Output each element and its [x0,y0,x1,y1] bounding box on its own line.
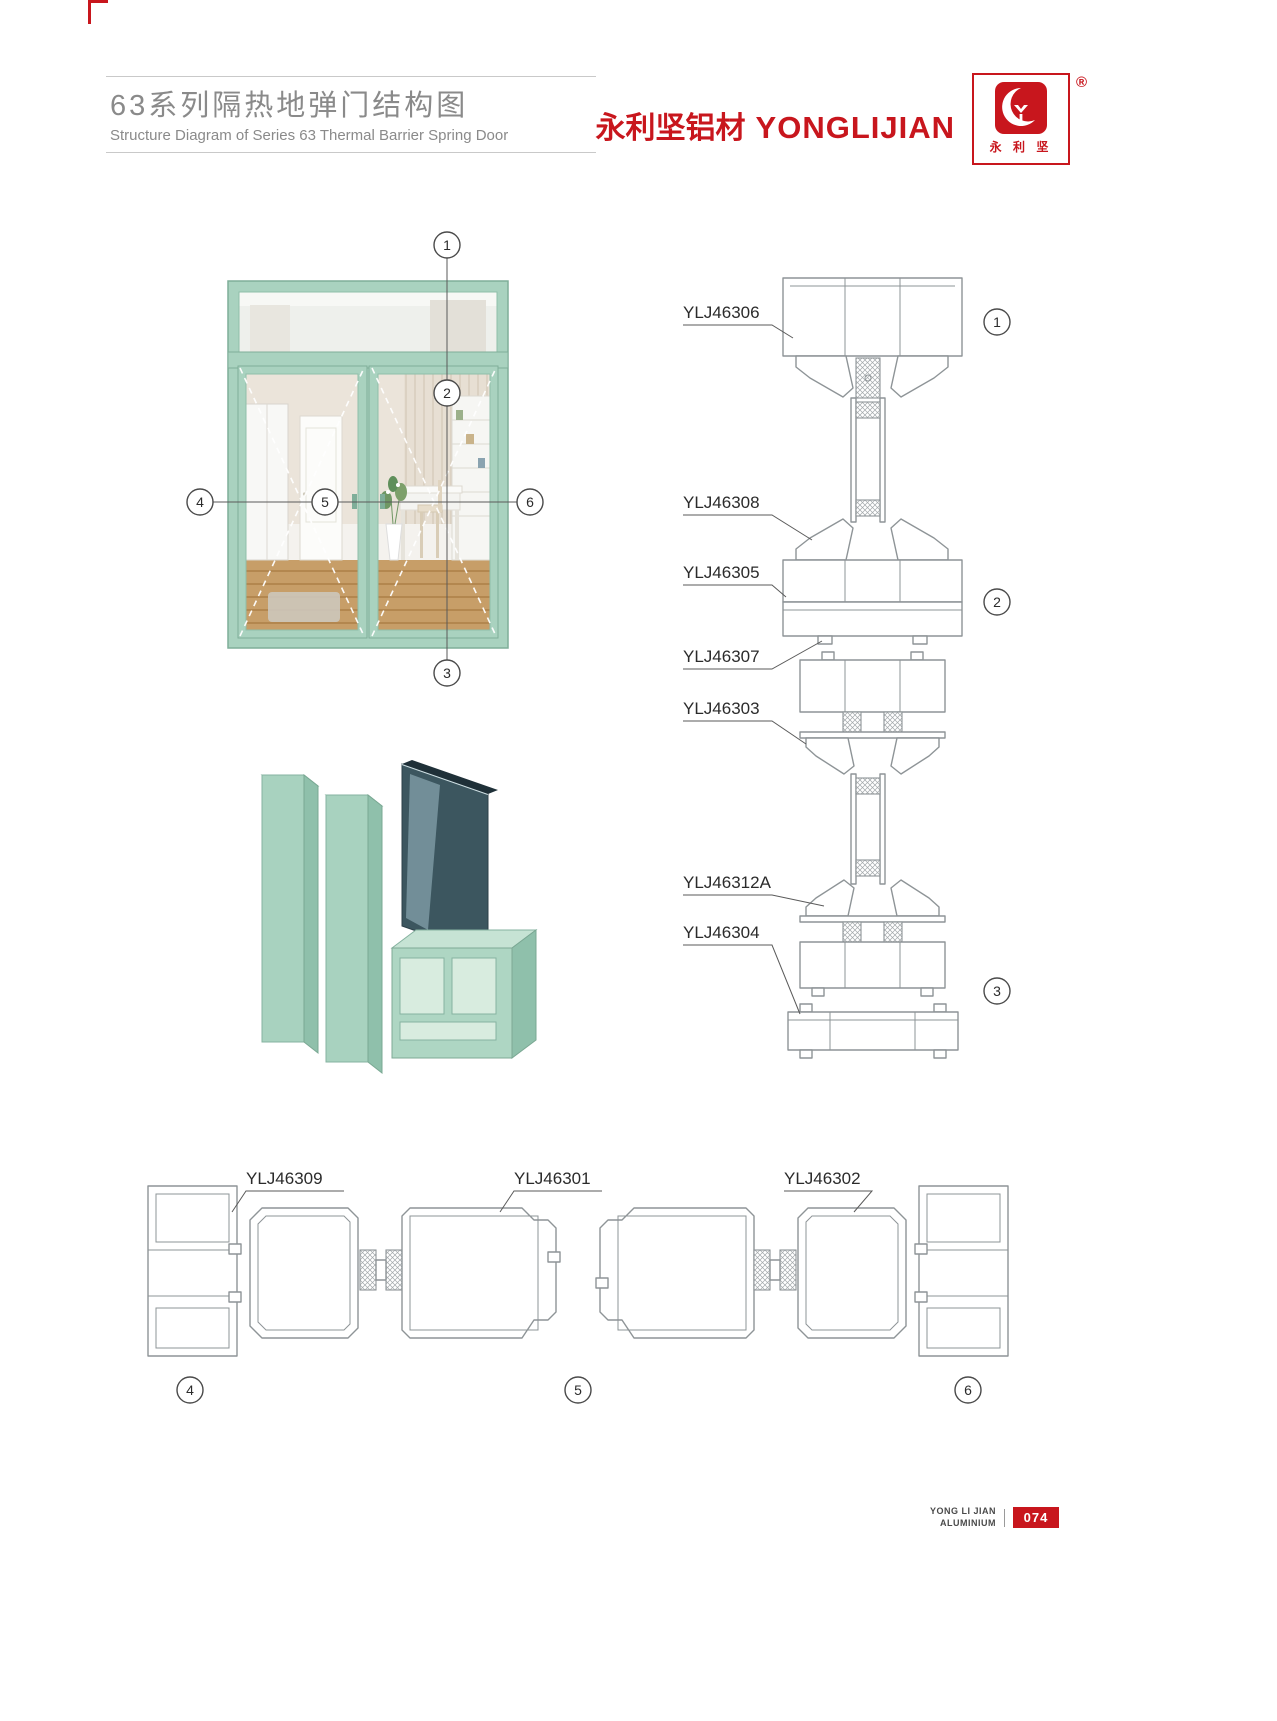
brand-wordmark: 永利坚铝材 YONGLIJIAN [560,103,955,147]
label-ylj46307: YLJ46307 [683,647,760,666]
footer-brand-line1: YONG LI JIAN [930,1506,997,1516]
profile-3d-render [260,760,538,1075]
section-marker-4 [176,1376,204,1404]
label-ylj46301: YLJ46301 [514,1169,591,1188]
brand-wordmark-en: YONGLIJIAN [755,110,955,145]
profile-ylj46304-floor-sill [787,1003,959,1059]
sill-profile-3d [390,929,538,1059]
label-ylj46305: YLJ46305 [683,563,760,582]
label-ylj46308: YLJ46308 [683,493,760,512]
callout-6 [516,488,544,516]
registered-mark: ® [1076,74,1088,91]
callout-6-number: 6 [526,494,534,510]
callout-1 [433,231,461,259]
brand-wordmark-cn: 永利坚铝材 [595,112,746,145]
vertical-section-labels: YLJ46306 YLJ46308 YLJ46305 YLJ46307 YLJ4… [683,303,825,1015]
profile-ylj46301-lock-stile [401,1207,561,1339]
transom-glass [239,292,497,352]
label-ylj46304: YLJ46304 [683,923,760,942]
label-ylj46302: YLJ46302 [784,1169,861,1188]
section-marker-3 [983,977,1011,1005]
page-corner-mark [88,0,108,24]
profile-leaf-stile-outer-left [249,1207,359,1339]
callout-4-number: 4 [196,494,204,510]
door-callouts: 1 2 3 4 5 6 [186,231,544,687]
callout-1-number: 1 [443,237,451,253]
profile-ylj46312a-door-bottom-rail [799,879,946,997]
brand-logo-caption: 永 利 坚 [989,140,1053,154]
horizontal-section-markers: 4 5 6 [176,1376,982,1404]
profile-ylj46306-head-frame [782,277,963,399]
header-rule-top [106,76,596,77]
section-marker-2 [983,588,1011,616]
section-marker-1 [983,308,1011,336]
thermal-break-left [359,1249,403,1291]
page-footer: YONG LI JIAN ALUMINIUM 074 [930,1506,1060,1529]
label-ylj46303: YLJ46303 [683,699,760,718]
glass-unit-door [850,773,886,885]
brand-logo-icon [995,82,1047,134]
section-marker-6 [954,1376,982,1404]
section-marker-3-number: 3 [993,983,1001,999]
thermal-break-right [753,1249,797,1291]
callout-5-number: 5 [321,494,329,510]
vertical-section-markers: 1 2 3 [983,308,1011,1005]
profile-leaf-stile-outer-right [797,1207,907,1339]
glass-pane-3d [401,760,498,957]
callout-3 [433,659,461,687]
section-marker-1-number: 1 [993,314,1001,330]
label-ylj46312a: YLJ46312A [683,873,772,892]
callout-2-number: 2 [443,385,451,401]
footer-brand: YONG LI JIAN ALUMINIUM [930,1506,996,1529]
profile-ylj46305-transom [782,518,963,645]
vertical-section-figure: YLJ46306 YLJ46308 YLJ46305 YLJ46307 YLJ4… [683,277,1011,1059]
horizontal-section-labels: YLJ46309 YLJ46301 YLJ46302 [231,1169,874,1213]
door-elevation-figure: 1 2 3 4 5 6 [186,231,544,687]
callout-2 [433,379,461,407]
callout-4 [186,488,214,516]
stile-profile-3d [324,793,384,1075]
profile-ylj46302-lock-stile-right [595,1207,755,1339]
profile-ylj46303-door-top-rail [799,651,946,775]
section-marker-5 [564,1376,592,1404]
page-number-badge: 074 [1013,1507,1060,1529]
footer-divider [1004,1508,1006,1527]
section-marker-6-number: 6 [964,1382,972,1398]
frame-profile-3d [260,773,320,1055]
header-rule-bottom [106,152,596,153]
callout-5 [311,488,339,516]
label-ylj46309: YLJ46309 [246,1169,323,1188]
footer-brand-line2: ALUMINIUM [940,1517,997,1528]
page-subtitle: Structure Diagram of Series 63 Thermal B… [110,127,509,144]
callout-3-number: 3 [443,665,451,681]
brand-logo: 永 利 坚 [972,73,1070,165]
profile-right-jamb [914,1185,1009,1357]
label-ylj46306: YLJ46306 [683,303,760,322]
section-cut-lines [213,258,517,660]
section-marker-4-number: 4 [186,1382,194,1398]
profile-left-jamb [147,1185,242,1357]
glass-unit-transom [850,397,886,523]
page-title: 63系列隔热地弹门结构图 [110,90,469,122]
section-marker-5-number: 5 [574,1382,582,1398]
horizontal-section-figure: YLJ46309 YLJ46301 YLJ46302 4 5 6 [147,1169,1009,1404]
section-marker-2-number: 2 [993,594,1001,610]
